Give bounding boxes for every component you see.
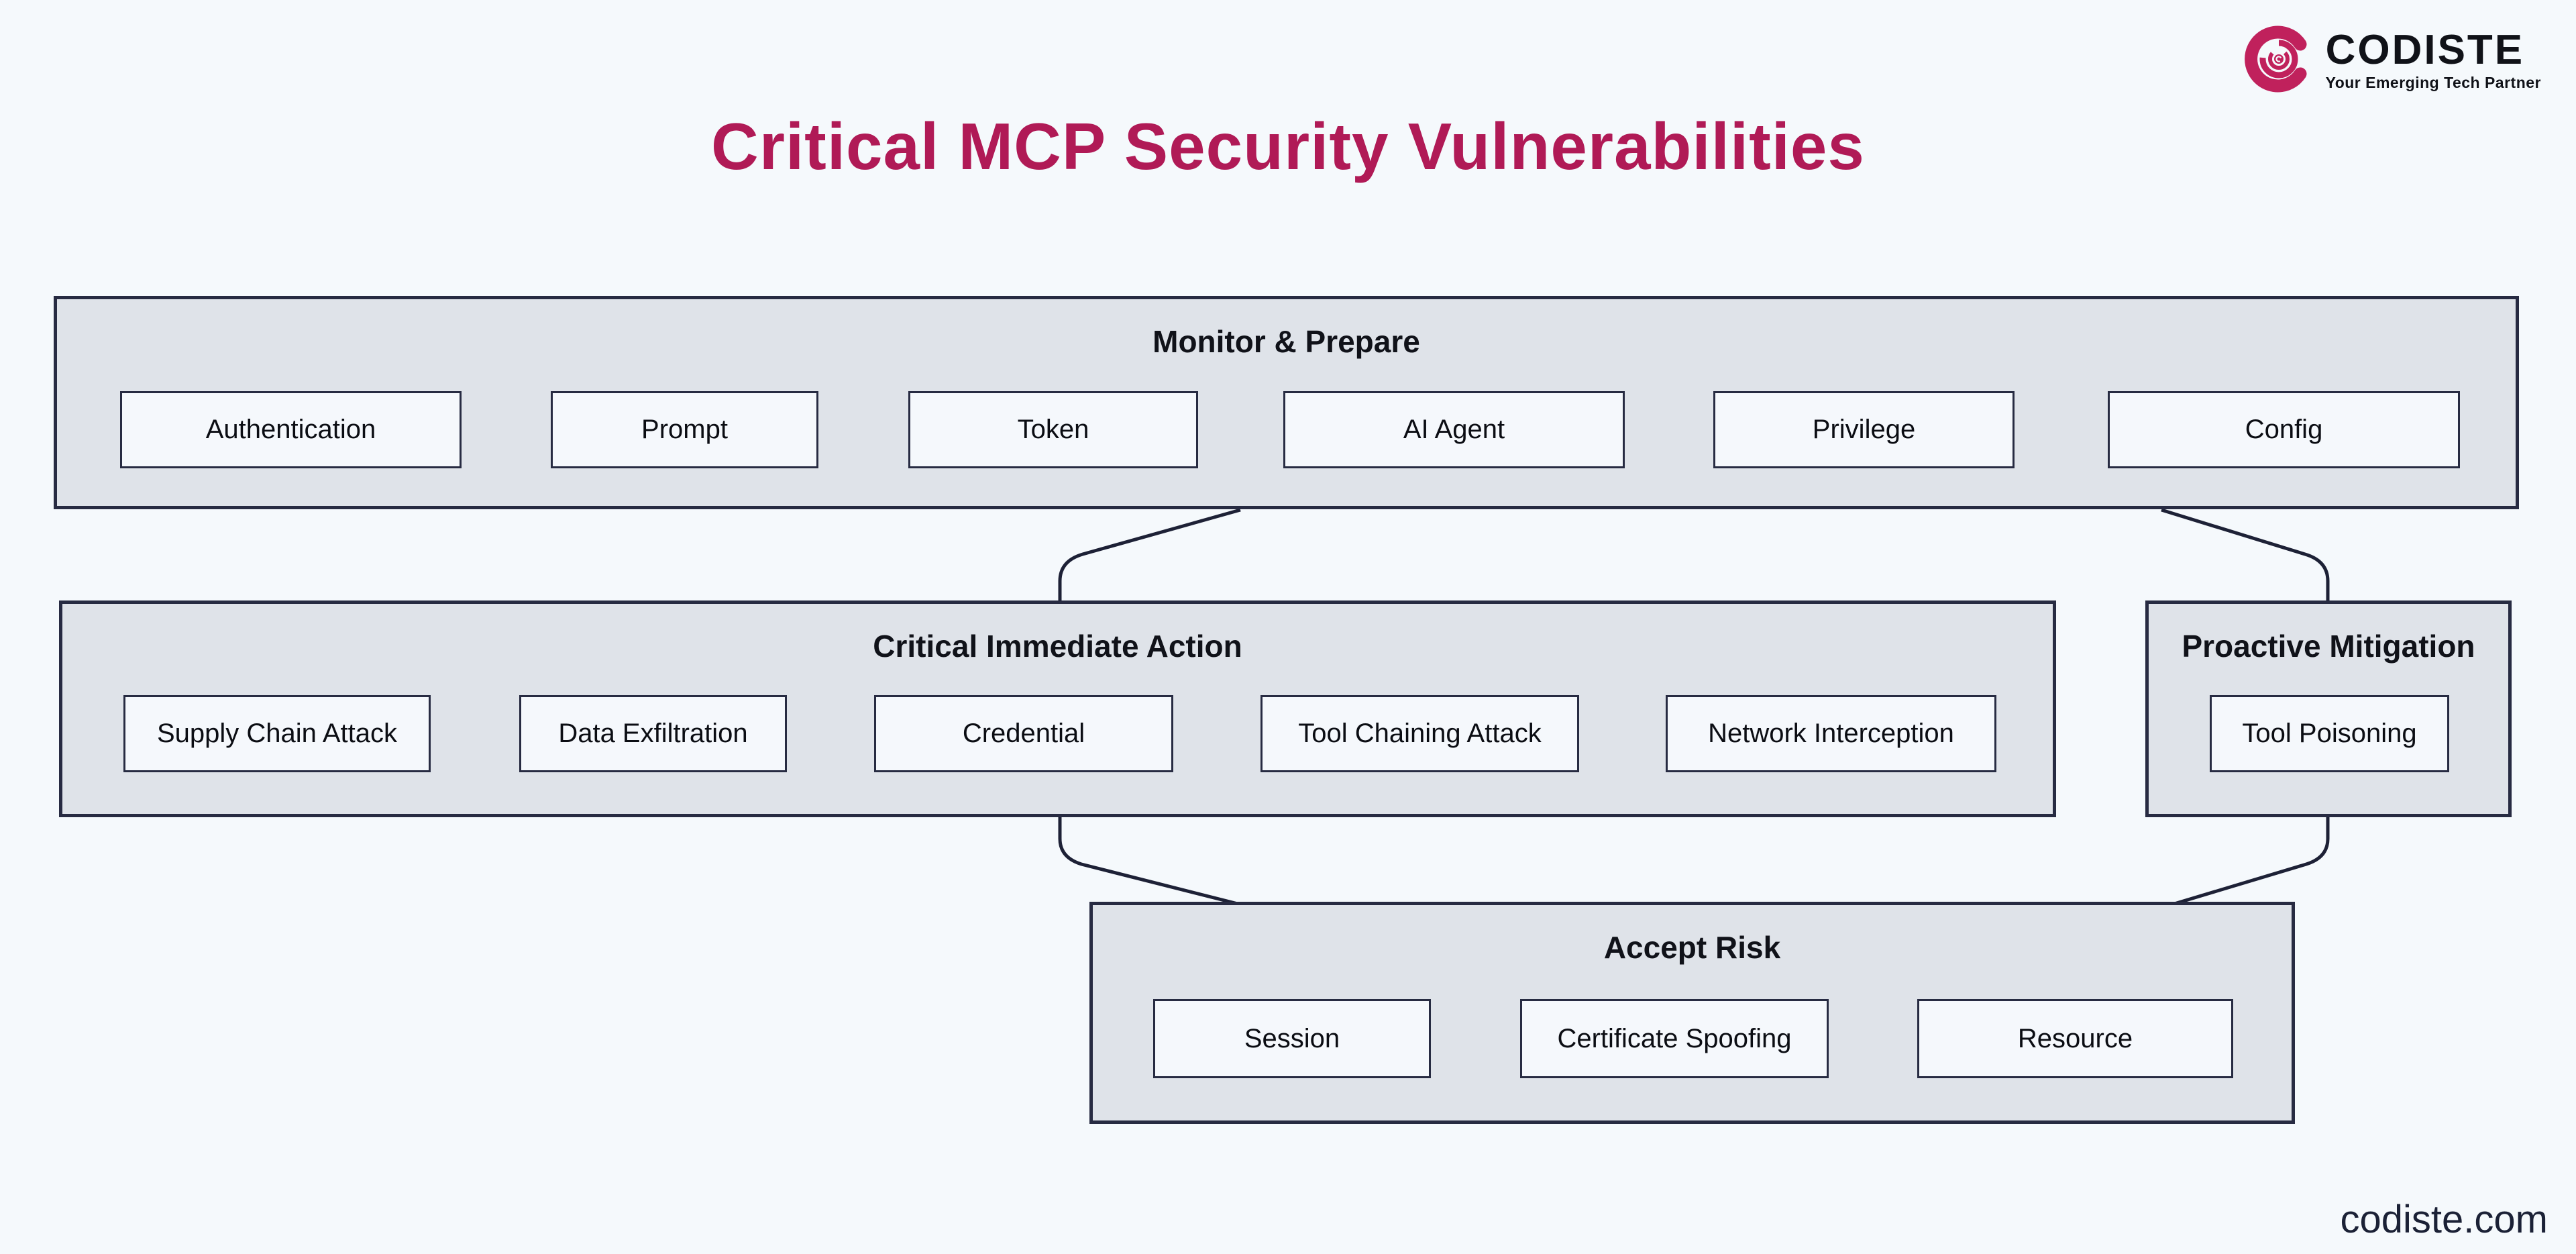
node-tool-chaining-attack: Tool Chaining Attack [1260,695,1579,772]
group-critical-immediate-action-label: Critical Immediate Action [873,629,1242,664]
node-token: Token [908,391,1198,468]
codiste-logo: CODISTE Your Emerging Tech Partner [2244,17,2541,103]
node-data-exfiltration: Data Exfiltration [519,695,787,772]
connector-monitor-to-proactive [2161,508,2330,604]
codiste-logo-tagline: Your Emerging Tech Partner [2325,73,2541,91]
group-critical-immediate-action: Critical Immediate Action Supply Chain A… [59,600,2056,817]
node-network-interception: Network Interception [1666,695,1996,772]
codiste-logo-name: CODISTE [2325,27,2525,74]
group-accept-risk-label: Accept Risk [1603,930,1781,965]
group-monitor-prepare: Monitor & Prepare Authentication Prompt … [54,296,2519,509]
node-ai-agent: AI Agent [1283,391,1625,468]
node-session: Session [1153,999,1431,1078]
codiste-logo-icon [2244,17,2314,103]
codiste-logo-text: CODISTE Your Emerging Tech Partner [2326,28,2541,91]
node-resource: Resource [1917,999,2233,1078]
node-tool-poisoning: Tool Poisoning [2210,695,2449,772]
group-monitor-prepare-label: Monitor & Prepare [1152,324,1420,359]
group-accept-risk: Accept Risk Session Certificate Spoofing… [1089,902,2295,1124]
node-prompt: Prompt [551,391,818,468]
node-authentication: Authentication [120,391,462,468]
node-certificate-spoofing: Certificate Spoofing [1520,999,1829,1078]
connector-critical-to-accept [1058,815,1241,906]
node-credential: Credential [874,695,1173,772]
footer-website-url: codiste.com [2340,1198,2548,1241]
node-config: Config [2108,391,2460,468]
node-supply-chain-attack: Supply Chain Attack [123,695,431,772]
group-proactive-mitigation: Proactive Mitigation Tool Poisoning [2145,600,2512,817]
page-title: Critical MCP Security Vulnerabilities [711,109,1865,183]
node-privilege: Privilege [1713,391,2015,468]
connector-proactive-to-accept [2171,815,2330,906]
group-proactive-mitigation-label: Proactive Mitigation [2182,629,2475,664]
connector-monitor-to-critical [1058,508,1241,604]
